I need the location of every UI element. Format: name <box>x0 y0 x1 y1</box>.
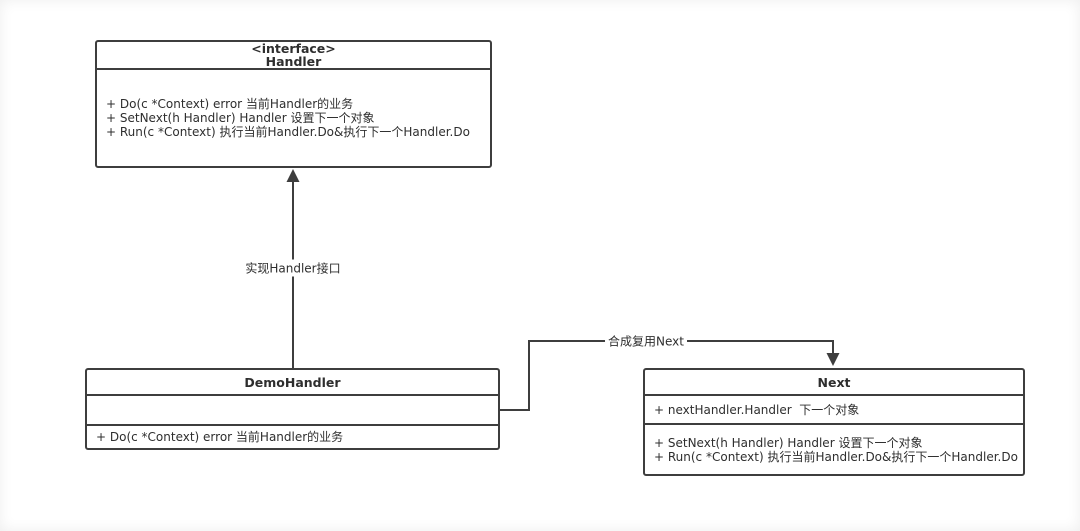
class-title-next: Next <box>645 370 1023 396</box>
class-title-handler: <interface> Handler <box>97 42 490 70</box>
class-title-demohandler: DemoHandler <box>87 370 498 396</box>
method-line: + SetNext(h Handler) Handler 设置下一个对象 <box>106 111 375 125</box>
method-line: + Do(c *Context) error 当前Handler的业务 <box>96 430 344 444</box>
method-line: + Run(c *Context) 执行当前Handler.Do&执行下一个Ha… <box>106 125 470 139</box>
method-line: + Run(c *Context) 执行当前Handler.Do&执行下一个Ha… <box>654 449 1018 464</box>
fields-compartment-next: + nextHandler.Handler 下一个对象 <box>645 396 1023 425</box>
methods-compartment-demohandler: + Do(c *Context) error 当前Handler的业务 <box>87 426 498 448</box>
class-name: DemoHandler <box>244 374 341 390</box>
class-box-demohandler: DemoHandler + Do(c *Context) error 当前Han… <box>85 368 500 450</box>
composition-arrow <box>500 340 840 411</box>
method-line: + SetNext(h Handler) Handler 设置下一个对象 <box>654 435 923 450</box>
class-name: Next <box>817 374 851 390</box>
fields-compartment-demohandler <box>87 396 498 426</box>
realization-edge-label: 实现Handler接口 <box>242 259 344 277</box>
methods-compartment-handler: + Do(c *Context) error 当前Handler的业务 + Se… <box>97 70 490 166</box>
composition-edge-label: 合成复用Next <box>605 332 687 350</box>
method-line: + Do(c *Context) error 当前Handler的业务 <box>106 97 354 111</box>
field-line: + nextHandler.Handler 下一个对象 <box>654 402 860 417</box>
class-stereotype: <interface> <box>251 41 336 56</box>
class-name: Handler <box>265 54 322 69</box>
methods-compartment-next: + SetNext(h Handler) Handler 设置下一个对象 + R… <box>645 425 1023 474</box>
class-box-handler: <interface> Handler + Do(c *Context) err… <box>95 40 492 168</box>
class-box-next: Next + nextHandler.Handler 下一个对象 + SetNe… <box>643 368 1025 476</box>
